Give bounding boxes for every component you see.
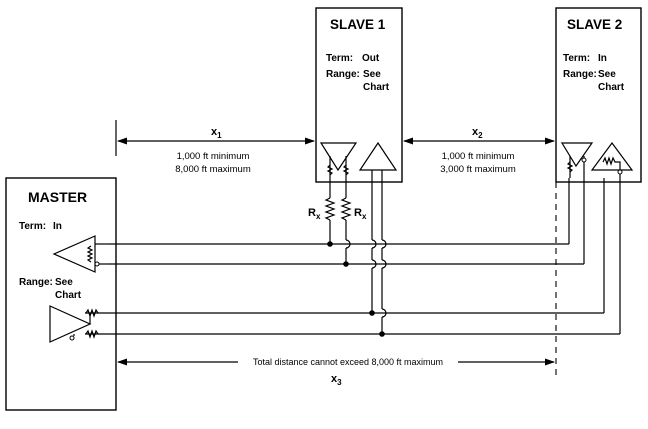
slave1-range-value-2: Chart [363,82,390,93]
bus-wires [73,170,621,339]
x2-label: x2 [472,126,483,140]
slave1-receiver-icon [319,142,358,178]
master-range-value-1: See [55,277,73,288]
slave1-title: SLAVE 1 [330,17,386,32]
slave2-title: SLAVE 2 [567,17,622,32]
slave1-term-value: Out [362,53,380,64]
slave2-box: SLAVE 2 Term: In Range: See Chart [555,7,642,183]
master-term-label: Term: [19,221,46,232]
dimension-x2: x2 1,000 ft minimum 3,000 ft maximum [403,126,555,175]
master-receiver-icon [52,235,108,273]
slave1-term-label: Term: [326,53,353,64]
rx-label-left: Rx [308,207,321,221]
slave2-range-value-2: Chart [598,82,625,93]
slave2-term-label: Term: [563,53,590,64]
x2-maximum: 3,000 ft maximum [440,164,516,175]
master-box: MASTER Term: In Range: See Chart [5,177,117,411]
slave2-term-value: In [598,53,607,64]
master-range-value-2: Chart [55,290,82,301]
x1-label: x1 [211,126,222,140]
slave1-driver-icon [358,141,398,171]
x3-note: Total distance cannot exceed 8,000 ft ma… [253,357,443,367]
master-range-label: Range: [19,277,53,288]
slave1-box: SLAVE 1 Term: Out Range: See Chart [315,7,403,183]
dimension-x1: x1 1,000 ft minimum 8,000 ft maximum [115,120,315,175]
master-driver-icon [49,305,92,343]
slave1-range-value-1: See [363,69,381,80]
slave2-receiver-icon [560,142,594,178]
x1-maximum: 8,000 ft maximum [175,164,251,175]
master-term-value: In [53,221,62,232]
slave1-range-label: Range: [326,69,360,80]
rx-label-right: Rx [354,207,367,221]
slave2-range-label: Range: [563,69,597,80]
x2-minimum: 1,000 ft minimum [442,151,515,162]
master-title: MASTER [28,189,87,205]
x3-label: x3 [331,373,342,387]
slave2-range-value-1: See [598,69,616,80]
dimension-x3: Total distance cannot exceed 8,000 ft ma… [117,182,557,387]
x1-minimum: 1,000 ft minimum [177,151,250,162]
